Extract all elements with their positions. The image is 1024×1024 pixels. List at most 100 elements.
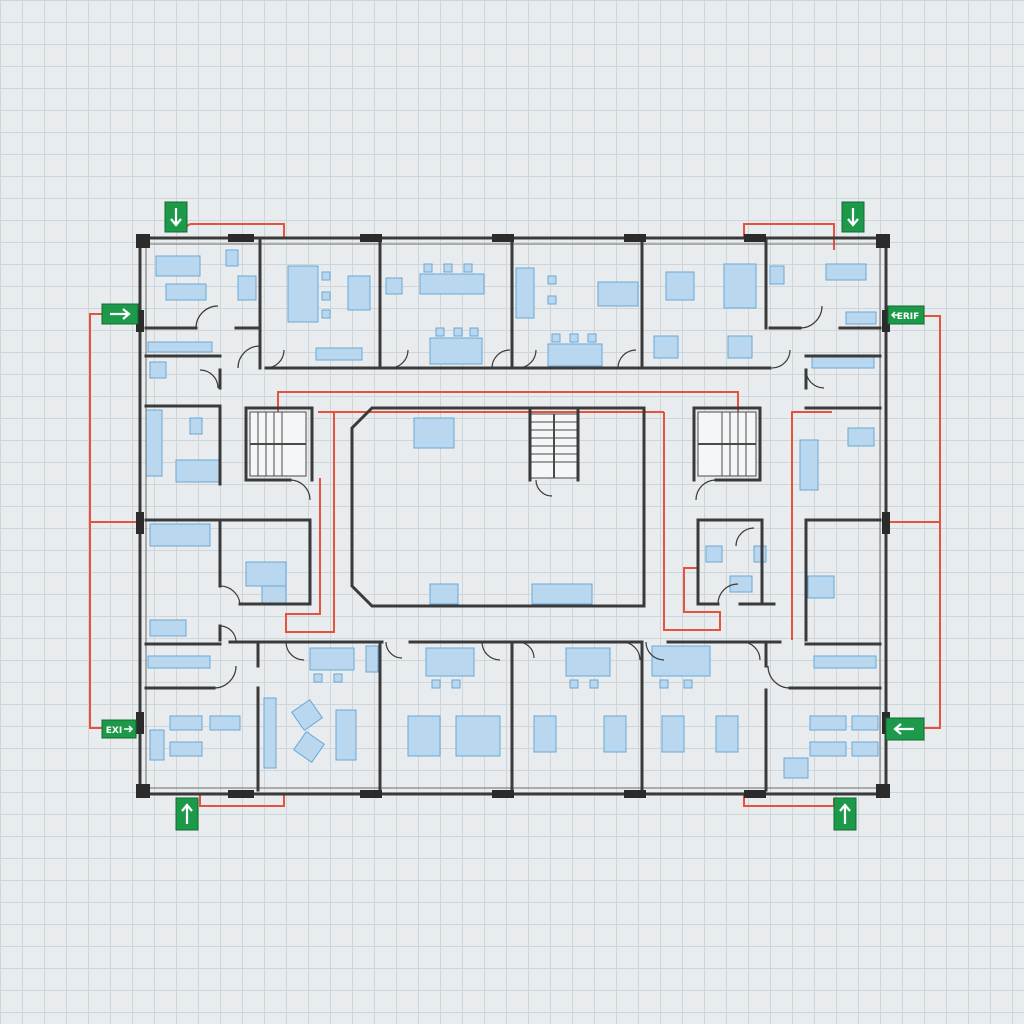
column xyxy=(876,784,890,798)
column xyxy=(136,512,144,534)
desk xyxy=(365,645,379,673)
table xyxy=(419,273,485,295)
door xyxy=(799,305,823,329)
column xyxy=(876,234,890,248)
chair xyxy=(321,271,331,281)
desk xyxy=(149,523,211,547)
column xyxy=(228,234,254,242)
arrow-right-icon xyxy=(124,725,134,733)
desk xyxy=(209,715,241,731)
cabinet xyxy=(783,757,809,779)
table xyxy=(565,647,611,677)
cabinet xyxy=(705,545,723,563)
table xyxy=(425,647,475,677)
exit-sign-top-left[interactable] xyxy=(164,201,188,233)
desk xyxy=(261,585,287,605)
desk xyxy=(809,715,847,731)
bench xyxy=(813,655,877,669)
chair xyxy=(435,327,445,337)
desk xyxy=(347,275,371,311)
exit-sign-right-upper[interactable]: ERIF xyxy=(887,305,925,325)
desk xyxy=(245,561,287,587)
arrow-up-icon xyxy=(839,803,851,824)
chair xyxy=(321,309,331,319)
door xyxy=(289,479,311,501)
chair xyxy=(551,333,561,343)
desk xyxy=(149,729,165,761)
desk xyxy=(165,283,207,301)
column xyxy=(492,234,514,242)
desk xyxy=(145,409,163,477)
desk xyxy=(292,730,326,764)
exit-signs: ERIF EXI xyxy=(101,201,925,831)
cabinet xyxy=(225,249,239,267)
desk xyxy=(155,255,201,277)
desk xyxy=(807,575,835,599)
table xyxy=(653,335,679,359)
desk xyxy=(169,715,203,731)
desk xyxy=(515,267,535,319)
chair xyxy=(321,291,331,301)
desk xyxy=(723,263,757,309)
chair xyxy=(431,679,441,689)
chair xyxy=(569,333,579,343)
stairwell-left xyxy=(249,411,307,477)
exit-sign-left-lower[interactable]: EXI xyxy=(101,719,137,739)
desk xyxy=(847,427,875,447)
door xyxy=(491,349,511,369)
door xyxy=(771,349,791,369)
column xyxy=(624,790,646,798)
table xyxy=(547,343,603,367)
desk xyxy=(769,265,785,285)
chair xyxy=(547,295,557,305)
table xyxy=(661,715,685,753)
table xyxy=(651,645,711,677)
exit-sign-top-right[interactable] xyxy=(841,201,865,233)
chair xyxy=(313,673,323,683)
toilet xyxy=(189,417,203,435)
exit-sign-right-lower[interactable] xyxy=(885,717,925,741)
desk xyxy=(825,263,867,281)
exit-sign-bottom-right[interactable] xyxy=(833,797,857,831)
door xyxy=(385,641,403,659)
door xyxy=(517,641,535,659)
stairwell-center xyxy=(529,413,579,479)
route-bottom-left xyxy=(199,794,285,807)
column xyxy=(136,310,144,332)
exit-sign-left-upper[interactable] xyxy=(101,303,139,325)
table xyxy=(665,271,695,301)
desk xyxy=(169,741,203,757)
chair xyxy=(451,679,461,689)
cabinet xyxy=(385,277,403,295)
chair xyxy=(569,679,579,689)
door xyxy=(265,349,285,369)
bench xyxy=(147,655,211,669)
table xyxy=(603,715,627,753)
counter xyxy=(531,583,593,605)
column xyxy=(492,790,514,798)
route-ring-upper xyxy=(277,391,739,412)
door xyxy=(285,641,305,661)
table xyxy=(429,337,483,365)
desk xyxy=(851,741,879,757)
arrow-right-icon xyxy=(110,308,131,320)
column xyxy=(744,790,766,798)
door xyxy=(219,585,241,605)
column xyxy=(136,234,150,248)
toilet xyxy=(753,545,767,563)
door xyxy=(481,641,501,661)
column xyxy=(228,790,254,798)
door xyxy=(735,527,755,547)
desk xyxy=(809,741,847,757)
exit-sign-bottom-left[interactable] xyxy=(175,797,199,831)
desk xyxy=(175,459,221,483)
table xyxy=(309,647,355,671)
door xyxy=(213,665,237,689)
door xyxy=(617,349,637,369)
desk xyxy=(290,698,324,732)
door-swings xyxy=(195,305,825,689)
furniture xyxy=(145,249,879,779)
chair xyxy=(443,263,453,273)
desk xyxy=(263,697,277,769)
